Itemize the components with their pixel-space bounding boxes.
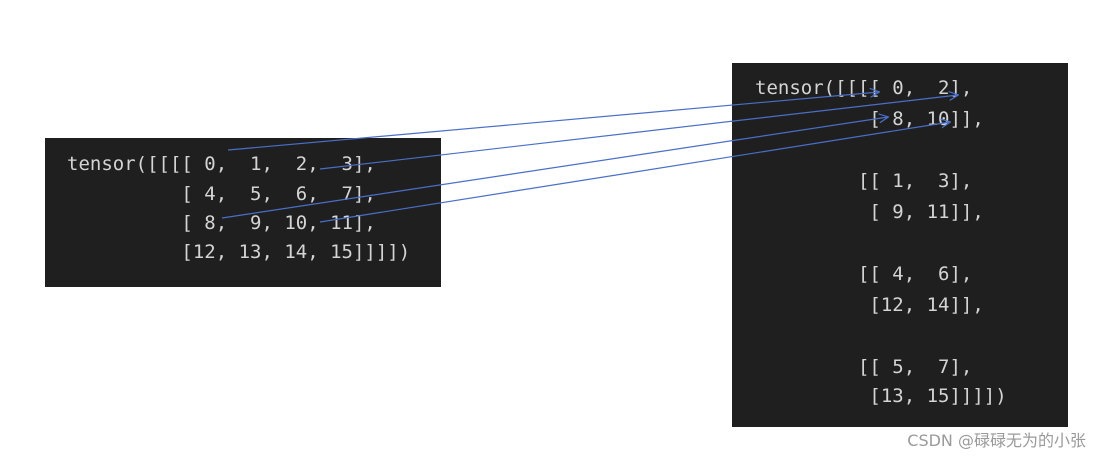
left-tensor-line-2: [ 4, 5, 6, 7], <box>67 183 376 205</box>
right-tensor-line-7: [[ 4, 6], <box>755 263 973 285</box>
right-tensor-line-8: [12, 14]], <box>755 294 984 316</box>
right-tensor-line-5: [ 9, 11]], <box>755 201 984 223</box>
right-tensor-line-11: [13, 15]]]]) <box>755 385 1007 407</box>
left-tensor-line-4: [12, 13, 14, 15]]]]) <box>67 241 411 263</box>
right-tensor-line-10: [[ 5, 7], <box>755 356 973 378</box>
right-tensor-line-1: tensor([[[[ 0, 2], <box>755 77 973 99</box>
left-tensor-line-3: [ 8, 9, 10, 11], <box>67 212 376 234</box>
left-tensor-line-1: tensor([[[[ 0, 1, 2, 3], <box>67 153 376 175</box>
right-tensor-line-2: [ 8, 10]], <box>755 108 984 130</box>
csdn-watermark: CSDN @碌碌无为的小张 <box>907 431 1086 450</box>
right-tensor-line-4: [[ 1, 3], <box>755 170 973 192</box>
